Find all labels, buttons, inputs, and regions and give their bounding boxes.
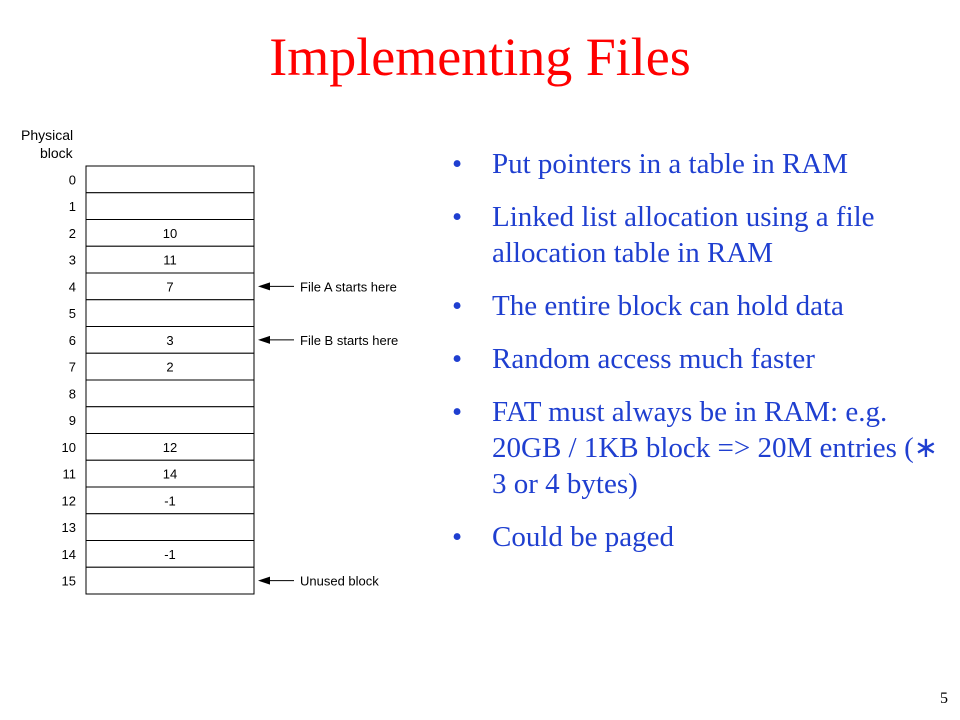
bullet-item: • Random access much faster [452,341,952,377]
fat-entry-value: 3 [166,333,173,348]
annotation-label: File A starts here [300,279,397,294]
fat-entry-value: 10 [163,226,177,241]
fat-cell [85,192,255,220]
arrowhead-icon [258,282,270,291]
bullet-item: • Linked list allocation using a file all… [452,199,952,271]
block-number: 13 [62,520,76,535]
bullet-text: Put pointers in a table in RAM [492,148,849,180]
bullet-text: Could be paged [492,521,675,553]
bullet-dot-icon: • [452,343,463,375]
annotation-label: Unused block [300,574,379,589]
block-number: 14 [62,547,76,562]
block-number: 4 [69,279,76,294]
fat-entry-value: 2 [166,360,173,375]
bullet-dot-icon: • [452,396,463,428]
fat-entry-value: 12 [163,440,177,455]
fat-entry-value: -1 [164,547,176,562]
block-number: 11 [63,467,77,482]
fat-cell [85,540,255,568]
fat-cell [85,406,255,434]
bullet-item: • Put pointers in a table in RAM [452,146,952,182]
block-number: 3 [69,253,76,268]
fat-cell [85,513,255,541]
slide-title: Implementing Files [269,27,691,87]
bullet-item: • Could be paged [452,519,952,555]
fat-cell [85,352,255,381]
bullet-list: • Put pointers in a table in RAM • Linked l… [452,146,952,572]
fat-cell [85,326,255,354]
block-number: 1 [69,199,76,214]
fat-cell [85,566,255,595]
fat-cell [85,219,255,247]
block-number: 6 [69,333,76,348]
block-number: 15 [62,574,76,589]
block-number: 9 [69,413,76,428]
bullet-text: FAT must always be in RAM: e.g. 20GB / 1… [492,396,939,500]
fat-cell [85,459,255,488]
bullet-text: The entire block can hold data [492,290,844,322]
block-number: 10 [62,440,76,455]
bullet-item: • The entire block can hold data [452,288,952,324]
block-number: 0 [69,172,76,187]
physical-block-header-line2: block [40,145,74,161]
fat-entry-value: 11 [163,253,177,268]
block-number: 12 [62,493,76,508]
bullet-dot-icon: • [452,148,463,180]
block-number: 5 [69,306,76,321]
annotation-label: File B starts here [300,333,398,348]
fat-cell [85,165,255,194]
block-number: 2 [69,226,76,241]
bullet-dot-icon: • [452,290,463,322]
page-number: 5 [940,690,948,707]
arrowhead-icon [258,335,270,344]
fat-cell [85,379,255,408]
fat-entry-value: 14 [163,467,177,482]
fat-cell [85,433,255,461]
fat-cell [85,299,255,327]
bullet-text: Random access much faster [492,343,815,375]
arrowhead-icon [258,576,270,585]
physical-block-header-line1: Physical [21,127,73,143]
bullet-dot-icon: • [452,521,463,553]
bullet-text: Linked list allocation using a file allo… [492,201,875,269]
fat-entry-value: 7 [166,279,173,294]
bullet-dot-icon: • [452,201,463,233]
block-number: 7 [69,360,76,375]
bullet-item: • FAT must always be in RAM: e.g. 20GB / … [452,394,952,502]
fat-entry-value: -1 [164,493,176,508]
fat-cell [85,272,255,301]
block-number: 8 [69,386,76,401]
